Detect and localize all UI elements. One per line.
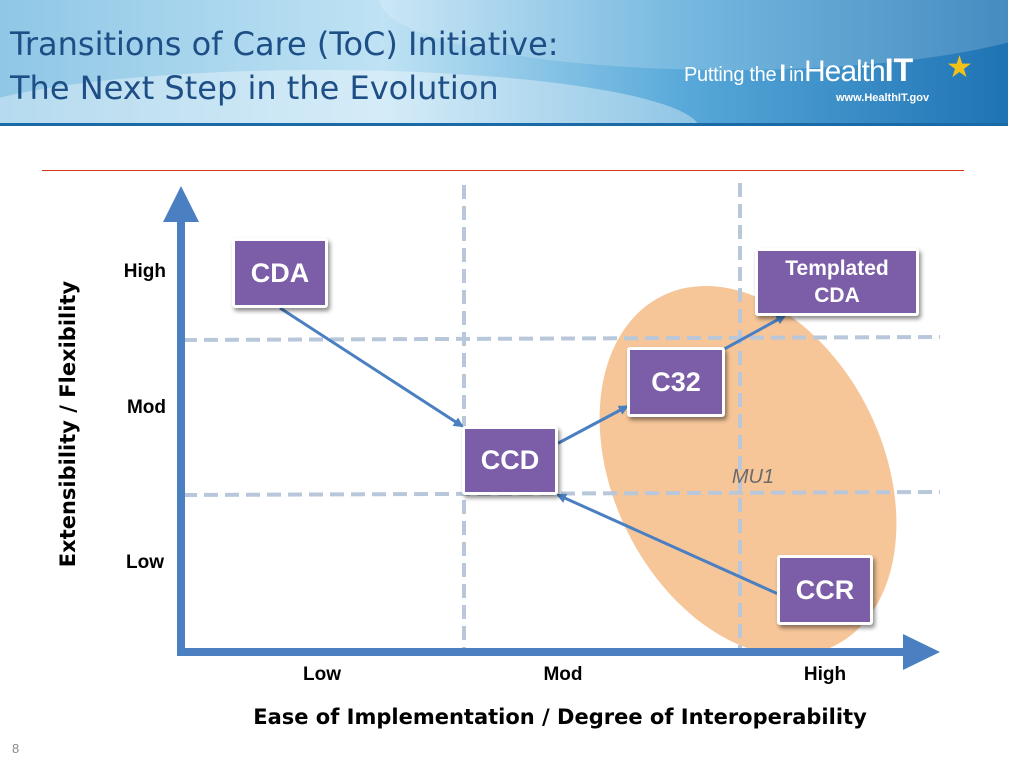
slide-header: Transitions of Care (ToC) Initiative: Th… bbox=[0, 0, 1008, 126]
star-icon: ★ bbox=[946, 51, 973, 84]
edge-ccd-to-c32 bbox=[557, 405, 629, 445]
x-axis-label: Ease of Implementation / Degree of Inter… bbox=[253, 705, 867, 729]
y-tick-high: High bbox=[123, 261, 166, 282]
y-axis-label: Extensibility / Flexibility bbox=[56, 280, 80, 568]
title-divider bbox=[42, 170, 964, 171]
node-cda-label: CDA bbox=[250, 257, 310, 288]
logo-text-putting: Putting the bbox=[684, 64, 777, 86]
slide-title: Transitions of Care (ToC) Initiative: Th… bbox=[10, 22, 559, 110]
x-tick-high: High bbox=[803, 664, 847, 685]
edge-ccr-to-ccd bbox=[556, 493, 778, 595]
slide-title-line1: Transitions of Care (ToC) Initiative: bbox=[10, 25, 559, 63]
node-c32: C32 bbox=[627, 347, 725, 417]
page-number: 8 bbox=[12, 741, 20, 756]
y-tick-mod: Mod bbox=[126, 397, 166, 418]
node-ccr: CCR bbox=[777, 555, 873, 625]
header-edge bbox=[0, 123, 1008, 126]
x-axis-arrowhead bbox=[903, 634, 940, 670]
edge-cda-to-ccd bbox=[279, 306, 464, 428]
node-c32-label: C32 bbox=[651, 366, 701, 397]
logo-text-health: Health bbox=[803, 55, 886, 88]
x-tick-low: Low bbox=[303, 664, 341, 685]
logo-text-it: IT bbox=[884, 52, 914, 88]
node-templated-cda-line2: CDA bbox=[814, 284, 860, 307]
edge-c32-to-templated bbox=[714, 314, 787, 356]
node-cda: CDA bbox=[232, 238, 328, 308]
x-tick-mod: Mod bbox=[543, 664, 583, 685]
mu1-label: MU1 bbox=[731, 466, 775, 488]
logo-text-i: I bbox=[779, 60, 786, 87]
gridline-horizontal-lower bbox=[182, 490, 941, 497]
logo-text-in: in bbox=[789, 64, 804, 86]
slide-title-line2: The Next Step in the Evolution bbox=[10, 69, 499, 107]
gridline-horizontal-upper bbox=[182, 335, 941, 342]
y-tick-low: Low bbox=[126, 552, 164, 573]
logo-url: www.HealthIT.gov bbox=[836, 92, 930, 104]
node-templated-cda: Templated CDA bbox=[755, 248, 919, 316]
y-axis-arrowhead bbox=[163, 186, 199, 222]
node-ccr-label: CCR bbox=[795, 574, 855, 605]
node-ccd-label: CCD bbox=[480, 445, 540, 475]
node-ccd: CCD bbox=[462, 426, 558, 495]
node-templated-cda-line1: Templated bbox=[785, 257, 889, 280]
